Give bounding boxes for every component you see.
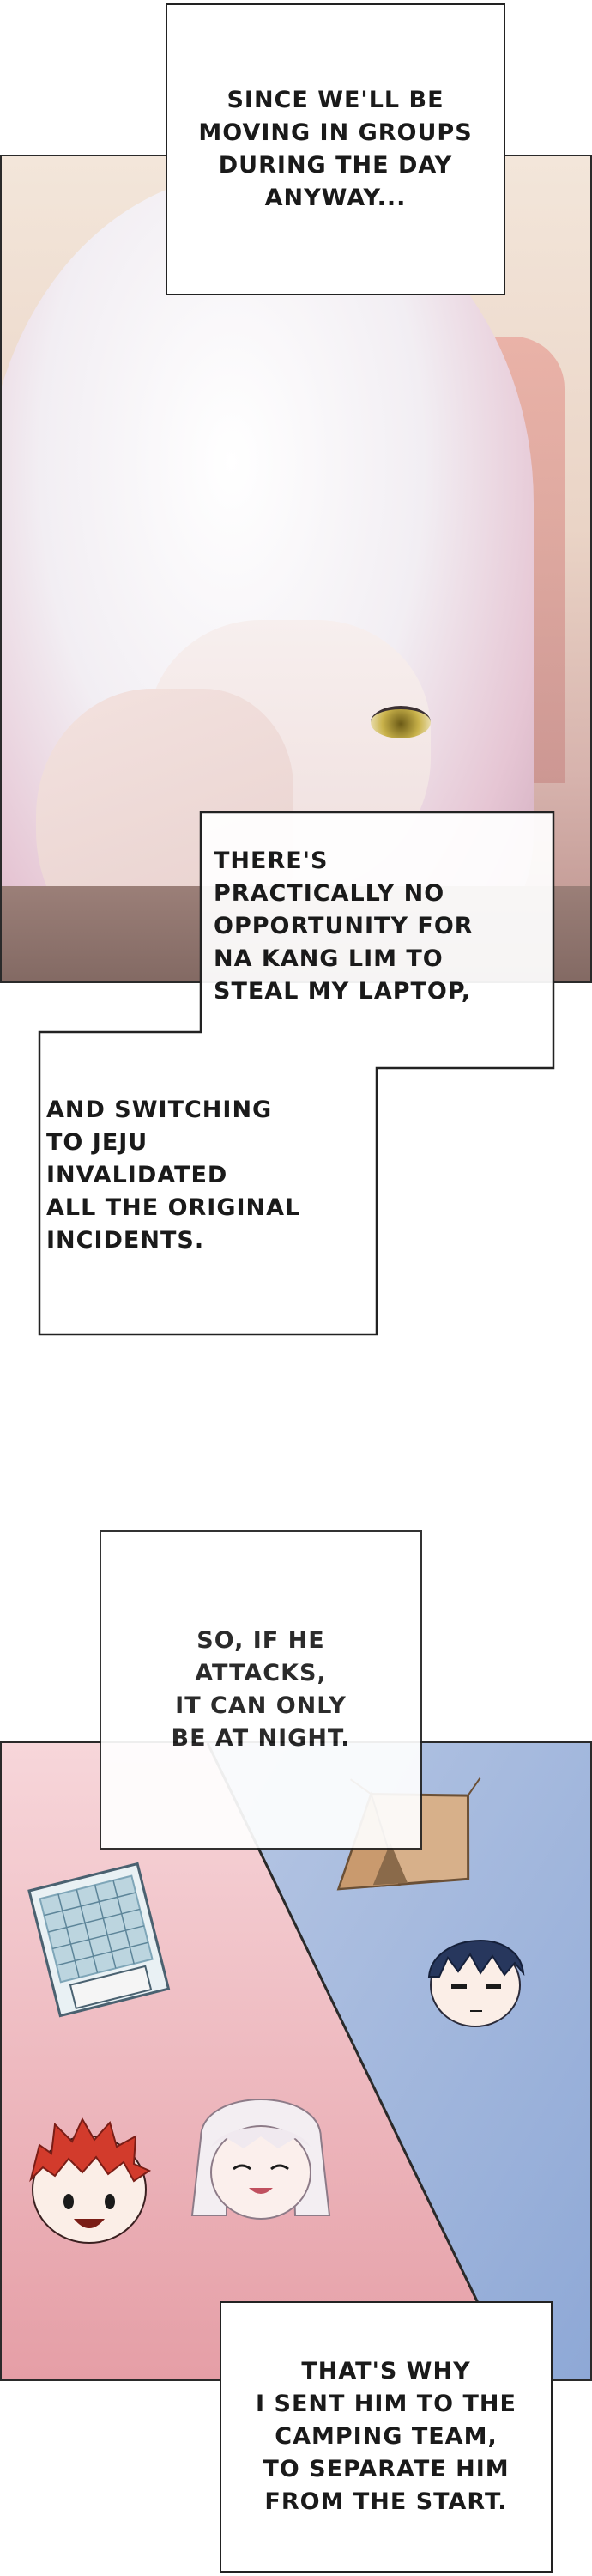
divider-line (206, 1743, 516, 2379)
caption-text-3: AND SWITCHING TO JEJU INVALIDATED ALL TH… (46, 1097, 301, 1254)
caption-box-1: SINCE WE'LL BE MOVING IN GROUPS DURING T… (166, 3, 505, 295)
red-haired-boy-head (29, 2117, 152, 2244)
caption-box-4: SO, IF HE ATTACKS, IT CAN ONLY BE AT NIG… (100, 1530, 422, 1850)
caption-text-5: THAT'S WHY I SENT HIM TO THE CAMPING TEA… (256, 2358, 516, 2515)
caption-text-2: THERE'S PRACTICALLY NO OPPORTUNITY FOR N… (214, 848, 474, 1005)
building-icon (27, 1862, 171, 2018)
dark-haired-boy-head (427, 1940, 525, 2027)
caption-text-4: SO, IF HE ATTACKS, IT CAN ONLY BE AT NIG… (171, 1627, 351, 1752)
stepped-box-outline (38, 811, 555, 1336)
caption-box-stepped: THERE'S PRACTICALLY NO OPPORTUNITY FOR N… (38, 811, 555, 1336)
right-region (208, 1743, 590, 2379)
white-haired-girl-head (190, 2099, 331, 2220)
girl-right-eye (371, 706, 431, 738)
caption-box-5: THAT'S WHY I SENT HIM TO THE CAMPING TEA… (220, 2301, 553, 2573)
caption-text-1: SINCE WE'LL BE MOVING IN GROUPS DURING T… (198, 87, 473, 211)
